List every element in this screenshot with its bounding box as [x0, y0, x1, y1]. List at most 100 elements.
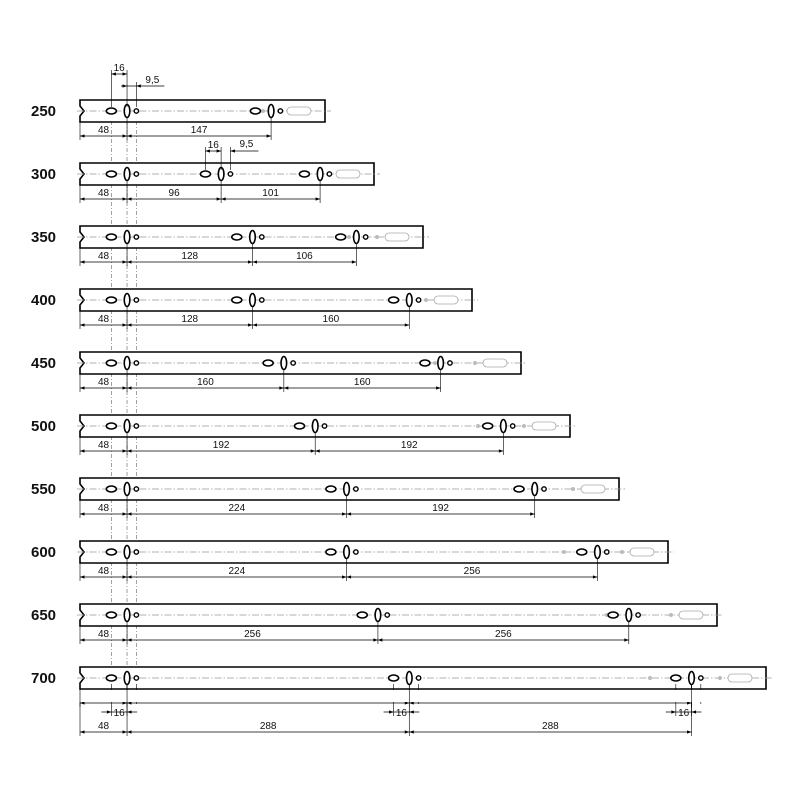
dimension-arrowhead — [315, 197, 321, 201]
rail-length-label: 250 — [31, 103, 56, 120]
vertical-slot-hole — [316, 166, 324, 182]
dimension-arrowhead — [80, 638, 85, 642]
vertical-slot-hole — [311, 418, 319, 434]
dimension-arrowhead — [122, 730, 128, 734]
dimension-arrowhead — [122, 197, 128, 201]
vertical-slot-hole — [374, 607, 382, 623]
dimension-arrowhead — [373, 638, 378, 642]
vertical-slot-hole — [123, 607, 131, 623]
latch-slot — [678, 610, 704, 620]
round-mounting-hole — [415, 675, 422, 681]
dimension-arrowhead — [409, 701, 414, 705]
horizontal-slot-hole — [387, 674, 400, 682]
rail-length-label: 350 — [31, 229, 56, 246]
horizontal-slot-hole — [105, 233, 118, 241]
round-mounting-hole — [362, 234, 369, 240]
vertical-slot-hole — [352, 229, 360, 245]
dimension-value: 160 — [197, 377, 214, 388]
round-mounting-hole — [133, 108, 140, 114]
round-mounting-hole — [258, 234, 265, 240]
dimension-value: 147 — [191, 125, 208, 136]
horizontal-slot-hole — [231, 296, 243, 304]
dimension-value: 48 — [98, 440, 110, 451]
chain-cover — [60, 690, 780, 702]
inner-rivet — [424, 298, 428, 302]
round-mounting-hole — [415, 297, 422, 303]
dimension-arrowhead — [127, 575, 132, 579]
round-mounting-hole — [133, 549, 140, 555]
horizontal-slot-hole — [199, 170, 212, 178]
dimension-arrowhead — [127, 701, 132, 705]
inner-rivet — [648, 676, 652, 680]
horizontal-slot-hole — [670, 674, 682, 682]
slot-pitch-callout: 16 — [208, 140, 220, 151]
dimension-arrowhead — [230, 149, 235, 153]
dimension-value: 256 — [244, 629, 261, 640]
dimension-arrowhead — [80, 512, 85, 516]
round-mounting-hole — [258, 297, 265, 303]
inner-rivet — [433, 361, 437, 365]
inner-rivet — [718, 676, 722, 680]
dimension-arrowhead — [127, 197, 132, 201]
latch-slot — [580, 484, 606, 494]
horizontal-slot-hole — [481, 422, 494, 430]
dimension-arrowhead — [127, 134, 132, 138]
latch-slot — [335, 169, 361, 179]
horizontal-slot-hole — [105, 485, 118, 493]
dimension-arrowhead — [221, 197, 226, 201]
horizontal-slot-hole — [325, 548, 337, 556]
dimension-arrowhead — [127, 323, 132, 327]
round-mounting-hole — [133, 234, 140, 240]
dimension-arrowhead — [127, 449, 132, 453]
dimension-arrowhead — [342, 575, 347, 579]
round-mounting-hole — [133, 612, 140, 618]
horizontal-slot-hole — [105, 170, 118, 178]
dimension-arrowhead — [436, 386, 441, 390]
dimension-arrowhead — [127, 260, 132, 264]
horizontal-slot-hole — [575, 548, 588, 556]
round-mounting-hole — [227, 171, 234, 177]
rail-length-label: 400 — [31, 292, 56, 309]
dimension-arrowhead — [80, 449, 85, 453]
dimension-arrowhead — [687, 701, 692, 705]
dimension-arrowhead — [80, 386, 85, 390]
dimension-arrowhead — [80, 730, 85, 734]
latch-slot — [384, 232, 410, 242]
dimension-arrowhead — [122, 386, 128, 390]
dimension-arrowhead — [351, 260, 357, 264]
inner-rivet — [473, 361, 477, 365]
dimension-arrowhead — [346, 512, 352, 516]
dimension-arrowhead — [122, 72, 128, 76]
dimension-arrowhead — [122, 134, 128, 138]
horizontal-slot-hole — [105, 296, 118, 304]
dimension-arrowhead — [127, 710, 132, 714]
round-mounting-hole — [509, 423, 516, 429]
dimension-value: 224 — [228, 566, 245, 577]
inner-rivet — [669, 613, 673, 617]
horizontal-slot-hole — [607, 611, 619, 619]
rail-length-label: 650 — [31, 607, 56, 624]
dimension-value: 288 — [542, 721, 559, 732]
horizontal-slot-hole — [513, 485, 525, 493]
drawer-slide-rail — [79, 288, 473, 312]
dimension-arrowhead — [122, 701, 128, 705]
vertical-slot-hole — [123, 418, 131, 434]
dimension-arrowhead — [624, 638, 629, 642]
dimension-arrowhead — [122, 638, 128, 642]
rail-length-label: 550 — [31, 481, 56, 498]
hole-offset-callout: 9,5 — [145, 75, 159, 86]
dimension-arrowhead — [80, 260, 85, 264]
round-mounting-hole — [277, 108, 284, 114]
dimension-value: 128 — [181, 251, 198, 262]
dimension-arrowhead — [266, 134, 272, 138]
vertical-slot-hole — [123, 229, 131, 245]
inner-rivet — [347, 235, 351, 239]
vertical-slot-hole — [625, 607, 633, 623]
dimension-arrowhead — [377, 638, 383, 642]
dimension-value: 192 — [432, 503, 449, 514]
dimension-arrowhead — [687, 730, 692, 734]
dimension-arrowhead — [122, 84, 128, 88]
horizontal-slot-hole — [298, 170, 311, 178]
dimension-arrowhead — [127, 730, 132, 734]
horizontal-slot-hole — [293, 422, 306, 430]
